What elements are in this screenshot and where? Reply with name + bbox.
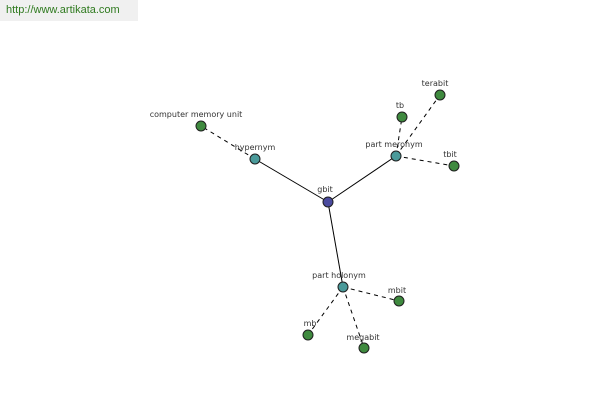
graph-nodes [195,89,460,354]
edge-part-holonym-to-mb [307,286,344,336]
node-label-gbit[interactable]: gbit [317,185,333,194]
edge-part-holonym-to-megabit [342,286,365,349]
graph-labels: gbit hypernym part meronym part holonym comp… [150,79,457,342]
node-part-holonym[interactable] [337,281,349,293]
node-gbit[interactable] [322,196,334,208]
node-mb[interactable] [302,329,314,341]
site-url-banner[interactable]: http://www.artikata.com [0,0,138,21]
edge-gbit-to-hypernym [254,158,329,203]
node-label-mb[interactable]: mb [304,319,317,328]
node-label-part-meronym[interactable]: part meronym [365,140,422,149]
node-tb[interactable] [396,111,408,123]
node-label-hypernym[interactable]: hypernym [235,143,276,152]
node-label-terabit[interactable]: terabit [422,79,449,88]
node-label-tbit[interactable]: tbit [443,150,457,159]
node-label-tb[interactable]: tb [396,101,404,110]
node-tbit[interactable] [448,160,460,172]
edge-part-meronym-to-tbit [395,155,455,167]
edge-gbit-to-part-holonym [327,201,344,288]
graph-edges [200,94,455,349]
edge-part-holonym-to-mbit [342,286,400,302]
node-label-part-holonym[interactable]: part holonym [312,271,366,280]
node-hypernym[interactable] [249,153,261,165]
node-computer-memory-unit[interactable] [195,120,207,132]
node-label-megabit[interactable]: megabit [346,333,379,342]
node-label-computer-memory-unit[interactable]: computer memory unit [150,110,243,119]
node-label-mbit[interactable]: mbit [388,286,406,295]
edge-part-meronym-to-tb [395,116,403,157]
node-mbit[interactable] [393,295,405,307]
node-terabit[interactable] [434,89,446,101]
node-megabit[interactable] [358,342,370,354]
edge-gbit-to-part-meronym [327,155,397,203]
node-part-meronym[interactable] [390,150,402,162]
edge-hypernym-to-computer-memory-unit [200,125,256,160]
